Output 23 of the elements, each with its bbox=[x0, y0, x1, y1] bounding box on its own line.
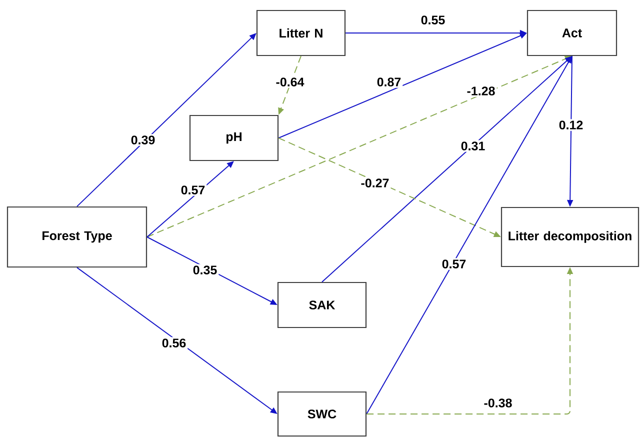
variable-box: SWC bbox=[277, 391, 367, 437]
edge-label: 0.55 bbox=[419, 14, 447, 26]
arrow bbox=[76, 33, 256, 207]
edge-label: -0.27 bbox=[359, 177, 391, 189]
variable-box: Act bbox=[526, 10, 618, 56]
edge-label: 0.39 bbox=[129, 134, 157, 146]
edge-label: -0.38 bbox=[482, 397, 514, 409]
edge-label: -1.28 bbox=[465, 85, 497, 97]
arrow bbox=[322, 56, 572, 282]
variable-box: Litter decomposition bbox=[500, 206, 640, 268]
edge-label: 0.31 bbox=[459, 140, 487, 152]
edge-label: 0.87 bbox=[375, 76, 403, 88]
edge-label: 0.35 bbox=[191, 264, 219, 276]
arrow bbox=[146, 161, 234, 238]
variable-box: Litter N bbox=[256, 10, 346, 56]
edge-label: 0.56 bbox=[160, 337, 188, 349]
variable-box: Forest Type bbox=[6, 206, 148, 268]
edge-label: -0.64 bbox=[274, 76, 306, 88]
edge-label: 0.12 bbox=[557, 119, 585, 131]
edge-label: 0.57 bbox=[440, 258, 468, 270]
variable-box: pH bbox=[189, 114, 279, 162]
edge-label: 0.57 bbox=[179, 184, 207, 196]
variable-box: SAK bbox=[277, 282, 367, 328]
